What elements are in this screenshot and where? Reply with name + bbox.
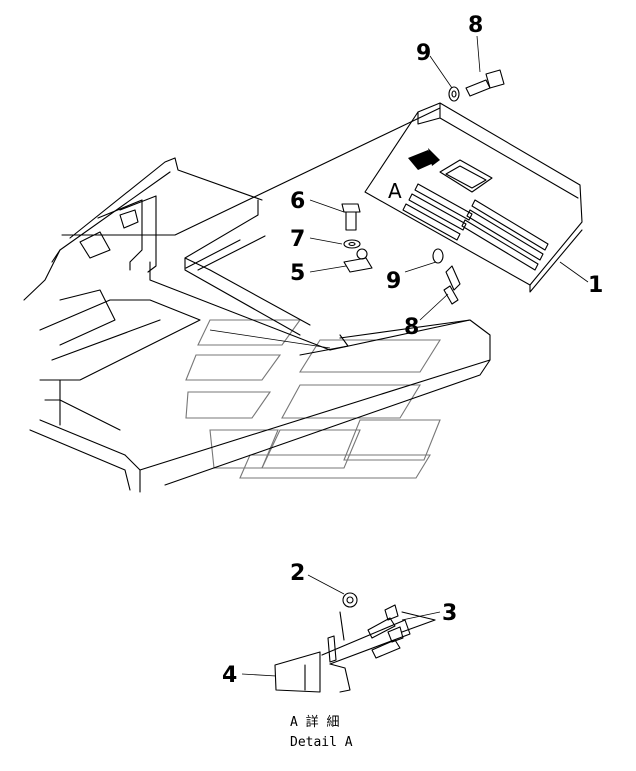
cover-plate — [364, 102, 583, 293]
view-marker-A: A — [388, 179, 402, 203]
callout-4: 4 — [222, 663, 237, 688]
callout-8-lower: 8 — [404, 315, 419, 340]
callout-5: 5 — [290, 261, 305, 286]
leader-lines — [241, 35, 589, 677]
detail-caption-japanese: A 詳 細 — [290, 714, 339, 730]
clip-5 — [343, 248, 373, 273]
callout-9-lower: 9 — [386, 269, 401, 294]
bolt-6 — [341, 203, 361, 249]
callout-1: 1 — [588, 273, 603, 298]
machine-frame — [23, 107, 491, 493]
callout-8-top: 8 — [468, 13, 483, 38]
detail-A-drawing — [274, 592, 436, 693]
detail-caption-english: Detail A — [290, 735, 353, 750]
watermark-logo — [185, 319, 441, 479]
callout-6: 6 — [290, 189, 305, 214]
callout-9-top: 9 — [416, 41, 431, 66]
upper-bolt-8 — [448, 69, 505, 102]
callout-3: 3 — [442, 601, 457, 626]
callout-2: 2 — [290, 561, 305, 586]
callout-7: 7 — [290, 227, 305, 252]
lower-bolt-8 — [432, 248, 461, 305]
